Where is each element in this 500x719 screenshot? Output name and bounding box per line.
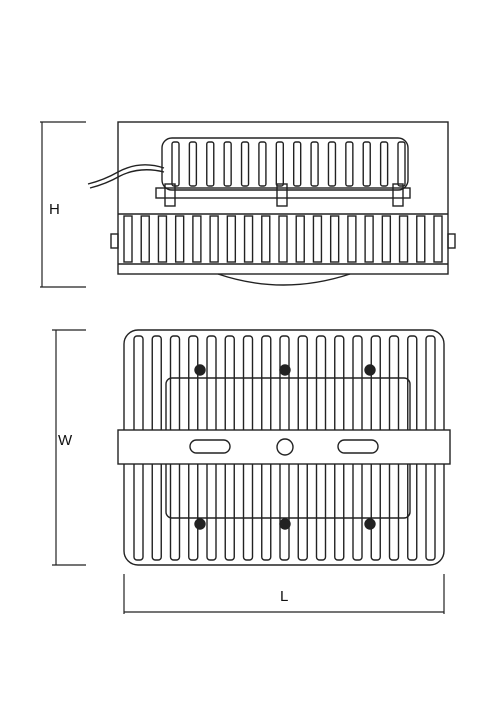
lower-fin: [226, 215, 237, 263]
bracket-slot-right: [337, 439, 379, 454]
mount-bolt: [194, 364, 206, 376]
side-view-mount-plate: [155, 187, 411, 199]
mount-screw: [276, 183, 288, 207]
mount-bolt: [194, 518, 206, 530]
lower-fin: [364, 215, 374, 263]
lower-fin: [157, 215, 168, 263]
housing-fin: [379, 141, 389, 187]
housing-fin: [310, 141, 319, 187]
lower-fin: [312, 215, 323, 263]
housing-fin: [345, 141, 354, 187]
housing-fin: [275, 141, 285, 187]
lower-fin: [295, 215, 305, 263]
housing-fin: [206, 141, 215, 187]
side-view-left-knob: [110, 233, 119, 249]
housing-fin: [327, 141, 337, 187]
mount-screw: [392, 183, 404, 207]
side-view-lens: [217, 273, 351, 286]
length-dimension: [123, 574, 445, 614]
housing-fin: [240, 141, 250, 187]
bracket-center-hole: [276, 438, 294, 456]
lower-fin: [347, 215, 357, 263]
length-label: L: [280, 588, 288, 605]
lower-fin: [243, 215, 254, 263]
lower-fin: [433, 215, 443, 263]
lower-fin: [174, 215, 185, 263]
housing-fin: [188, 141, 198, 187]
mount-bolt: [364, 364, 376, 376]
width-dimension: [52, 329, 86, 566]
width-label: W: [58, 432, 73, 449]
lower-fin: [261, 215, 271, 263]
lower-fin: [381, 215, 392, 263]
lower-fin: [416, 215, 426, 263]
housing-fin: [171, 141, 180, 187]
side-view-housing: [161, 137, 409, 191]
lower-fin: [398, 215, 409, 263]
lower-fin: [209, 215, 219, 263]
mounting-bracket: [117, 429, 451, 465]
lower-fin: [278, 215, 288, 263]
lower-fin: [192, 215, 202, 263]
height-label: H: [49, 201, 60, 218]
mount-bolt: [364, 518, 376, 530]
height-dimension: [40, 121, 86, 288]
mount-screw: [164, 183, 176, 207]
bracket-slot-left: [189, 439, 231, 454]
lower-fin: [329, 215, 340, 263]
side-view-right-knob: [447, 233, 456, 249]
side-view: [87, 121, 456, 286]
mount-bolt: [279, 518, 291, 530]
lower-fin: [140, 215, 150, 263]
side-view-cable: [87, 164, 165, 185]
housing-fin: [258, 141, 267, 187]
side-view-outline: [117, 121, 449, 275]
mount-bolt: [279, 364, 291, 376]
lower-fin: [123, 215, 133, 263]
top-view: [117, 329, 451, 566]
housing-fin: [362, 141, 371, 187]
housing-fin: [397, 141, 406, 187]
housing-fin: [292, 141, 302, 187]
housing-fin: [223, 141, 232, 187]
